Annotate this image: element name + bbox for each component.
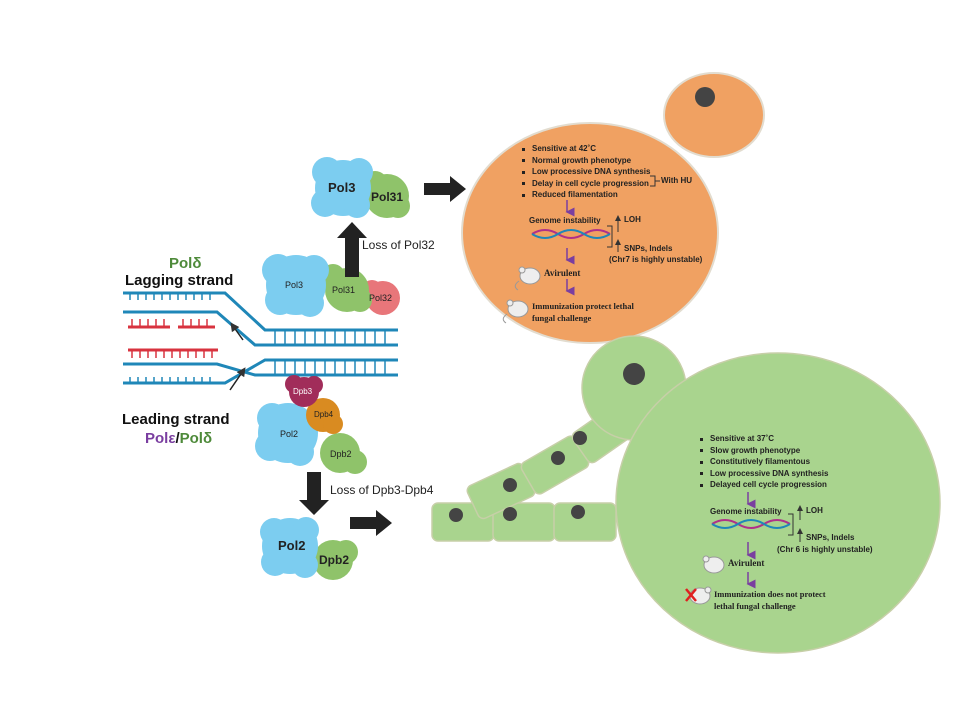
hyphae-snps-label: SNPs, Indels — [806, 533, 855, 542]
list-item: Reduced filamentation — [522, 189, 650, 201]
yeast-loh-bracket — [607, 215, 621, 252]
yeast-hu-bracket — [650, 175, 660, 187]
list-item: Slow growth phenotype — [700, 445, 828, 457]
pol-delta-lagging-label: Polδ — [169, 255, 202, 272]
yeast-bud — [663, 72, 765, 158]
mutant-dpb2-label: Dpb2 — [319, 553, 349, 567]
hyphae-genome-instability-label: Genome instability — [710, 507, 782, 516]
yeast-chr-note: (Chr7 is highly unstable) — [609, 255, 703, 264]
yeast-snps-label: SNPs, Indels — [624, 244, 673, 253]
yeast-mother-cell — [461, 122, 719, 344]
yeast-immunization-line-2: fungal challenge — [532, 313, 592, 323]
list-item: Sensitive at 42˚C — [522, 143, 650, 155]
pol-epsilon-mutant — [260, 517, 358, 580]
mutant-pol3-label: Pol3 — [328, 180, 356, 195]
cross-icon — [685, 588, 697, 602]
list-item: Low processive DNA synthesis — [700, 468, 828, 480]
yeast-dna-helix — [531, 229, 611, 239]
right-arrow-hyphae — [350, 510, 392, 536]
yeast-avirulent-label: Avirulent — [544, 268, 581, 278]
pol-epsilon-label: Polε — [145, 430, 176, 447]
list-item: Sensitive at 37˚C — [700, 433, 828, 445]
leading-strand-label: Leading strand — [122, 411, 230, 428]
yeast-loh-label: LOH — [624, 215, 641, 224]
hyphae-loh-bracket — [788, 505, 803, 542]
pol-separator: / — [175, 430, 180, 447]
pol2-label: Pol2 — [280, 429, 299, 439]
yeast-genome-instability-label: Genome instability — [529, 216, 601, 225]
synthesis-arrows — [229, 322, 246, 391]
pol31-label: Pol31 — [332, 285, 356, 295]
dpb4-label: Dpb4 — [314, 410, 334, 419]
dna-rungs — [129, 293, 386, 383]
mutant-pol2-label: Pol2 — [278, 538, 306, 553]
hyphae-nuclei — [449, 363, 645, 522]
pol3-label: Pol3 — [285, 280, 304, 290]
lagging-primers — [128, 319, 215, 329]
dpb3-label: Dpb3 — [293, 387, 313, 396]
leading-pols-label: Polε/Polδ — [145, 430, 212, 447]
loss-dpb3-dpb4-label: Loss of Dpb3-Dpb4 — [330, 483, 434, 497]
yeast-with-hu-label: With HU — [661, 176, 693, 185]
hyphae-dna-helix — [711, 519, 791, 529]
loss-arrows — [299, 176, 466, 536]
list-item: Constitutively filamentous — [700, 456, 828, 468]
down-arrow — [299, 472, 329, 515]
list-item: Delayed cell cycle progression — [700, 479, 828, 491]
pol-delta-label: Polδ — [179, 430, 213, 447]
yeast-immunization-line-1: Immunization protect lethal — [532, 301, 634, 311]
pol-delta-complex — [262, 254, 400, 317]
list-item: Low processive DNA synthesis — [522, 166, 650, 178]
hypha-segment — [553, 502, 617, 542]
yeast-phenotype-list: Sensitive at 42˚C Normal growth phenotyp… — [522, 143, 650, 201]
mouse-icon — [702, 555, 725, 574]
leading-primer — [128, 348, 218, 358]
mouse-icon — [502, 299, 529, 324]
hyphae-loh-label: LOH — [806, 506, 823, 515]
pol-epsilon-complex — [255, 375, 367, 474]
lagging-strand-label: Lagging strand — [125, 272, 234, 289]
dpb2-label: Dpb2 — [330, 449, 352, 459]
hyphae-phenotype-list: Sensitive at 37˚C Slow growth phenotype … — [700, 433, 828, 491]
hyphae-cells — [431, 335, 941, 654]
hyphae-immunization-line-1: Immunization does not protect — [714, 589, 826, 599]
up-arrow — [337, 222, 367, 277]
hyphae-avirulent-label: Avirulent — [728, 558, 765, 568]
list-item: Normal growth phenotype — [522, 155, 650, 167]
loss-pol32-label: Loss of Pol32 — [362, 238, 435, 252]
mutant-pol31-label: Pol31 — [371, 190, 404, 204]
list-item: Delay in cell cycle progression — [522, 178, 650, 190]
pol-delta-mutant — [311, 157, 410, 218]
yeast-bud-nucleus — [695, 87, 715, 107]
hyphae-immunization-line-2: lethal fungal challenge — [714, 601, 796, 611]
pol32-label: Pol32 — [369, 293, 393, 303]
replication-fork — [123, 291, 398, 385]
right-arrow-yeast — [424, 176, 466, 202]
mouse-icon — [514, 266, 541, 291]
hyphae-chr-note: (Chr 6 is highly unstable) — [777, 545, 873, 554]
hyphae-detail-cell — [615, 352, 941, 654]
yeast-cell — [461, 72, 765, 344]
